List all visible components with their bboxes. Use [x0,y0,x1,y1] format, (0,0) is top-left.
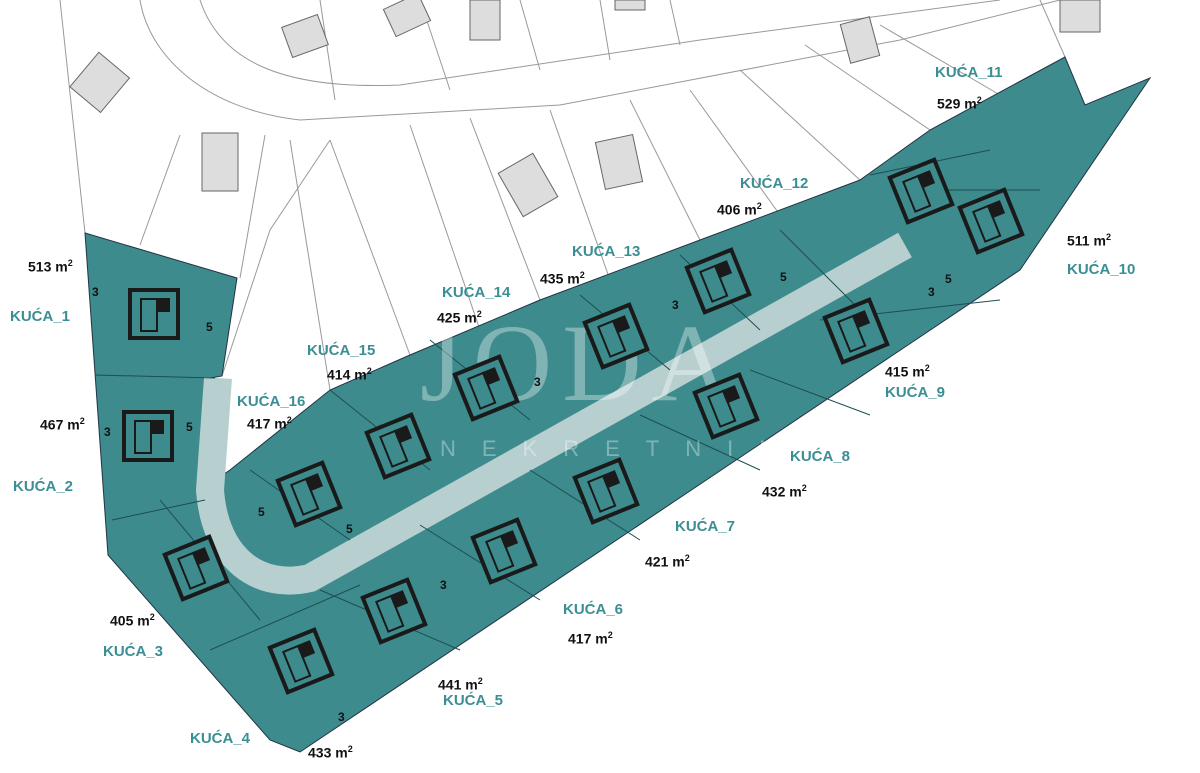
setback-label: 3 [672,298,679,312]
plot-name: KUĆA_5 [443,692,504,709]
plot-name: KUĆA_12 [740,175,809,192]
setback-label: 5 [186,420,193,434]
neighbor-buildings [69,0,1101,218]
plot-name: KUĆA_8 [790,448,851,465]
plot-area: 435 m2 [540,270,585,287]
setback-label: 5 [346,522,353,536]
plot-area: 421 m2 [645,553,690,570]
plot-name: KUĆA_4 [190,730,251,747]
setback-label: 5 [258,505,265,519]
setback-label: 3 [92,285,99,299]
setback-label: 3 [534,375,541,389]
plot-name: KUĆA_11 [935,64,1003,81]
setback-label: 3 [440,578,447,592]
house-icon [128,288,180,340]
setback-label: 5 [945,272,952,286]
plot-area: 414 m2 [327,366,372,383]
plot-area: 405 m2 [110,612,155,629]
plot-area: 432 m2 [762,483,807,500]
plot-area: 415 m2 [885,363,930,380]
plot-area: 425 m2 [437,309,482,326]
plot-name: KUĆA_2 [13,478,74,495]
plot-name: KUĆA_10 [1067,261,1136,278]
plot-area: 441 m2 [438,676,483,693]
plot-name: KUĆA_13 [572,243,641,260]
access-road [195,232,912,595]
plot-area: 406 m2 [717,201,762,218]
plot-name: KUĆA_15 [307,342,376,359]
plot-name: KUĆA_14 [442,284,511,301]
plot-name: KUĆA_1 [10,308,71,325]
watermark-subtitle: NEKRETNINE [440,436,842,461]
plot-area: 467 m2 [40,416,85,433]
setback-label: 3 [338,710,345,724]
plot-area: 417 m2 [568,630,613,647]
setback-label: 3 [104,425,111,439]
setback-label: 5 [206,320,213,334]
plot-area: 513 m2 [28,258,73,275]
neighbor-parcels [59,0,1066,391]
plot-name: KUĆA_9 [885,384,946,401]
plot-name: KUĆA_7 [675,518,736,535]
plot-area: 529 m2 [937,95,982,112]
plot-area: 433 m2 [308,744,353,761]
plot-name: KUĆA_3 [103,643,164,660]
plot-area: 511 m2 [1067,232,1111,249]
plot-name: KUĆA_16 [237,393,306,410]
plot-area: 417 m2 [247,415,292,432]
house-icon [122,410,174,462]
setback-label: 5 [780,270,787,284]
plot-name: KUĆA_6 [563,601,624,618]
setback-label: 3 [928,285,935,299]
